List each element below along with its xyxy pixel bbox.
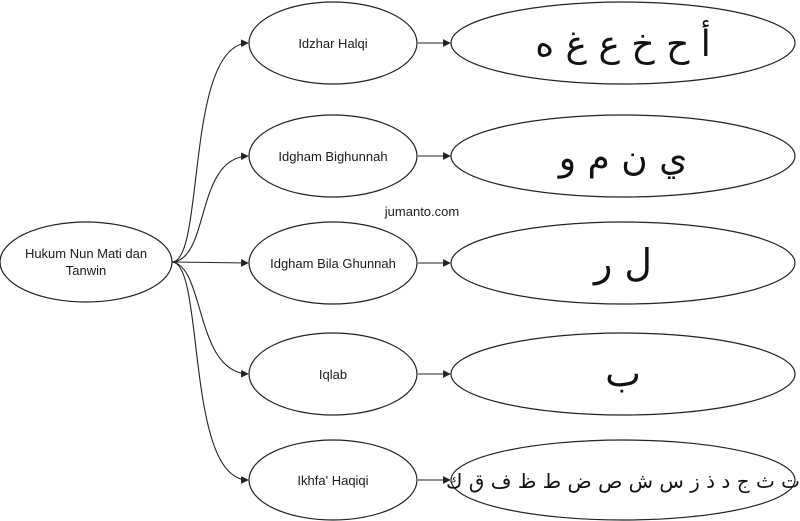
letters-ellipse [450,114,796,198]
edge-root-to-ikhfa-haqiqi [171,261,249,484]
letters-ellipse [450,439,796,521]
category-ellipse [248,439,418,521]
category-ellipse [248,332,418,416]
arabic-letters: ت ث ج د ذ ز س ش ص ض ط ظ ف ق ك [446,469,800,493]
category-node-idgham-bighunnah: Idgham Bighunnah [248,114,418,198]
arabic-letters: ل ر [592,241,652,285]
category-node-idzhar-halqi: Idzhar Halqi [248,1,418,85]
edge-root-to-iqlab [171,261,249,378]
edge-root-to-idgham-bighunnah [171,152,249,263]
category-node-idgham-bila-ghunnah: Idgham Bila Ghunnah [248,221,418,305]
category-label: Iqlab [319,367,347,382]
root-label-line2: Tanwin [66,263,106,278]
category-label: Idgham Bighunnah [278,149,387,164]
letter-edges [418,39,451,484]
root-edges [171,39,249,484]
category-label: Idzhar Halqi [298,36,367,51]
arabic-letters: ب [605,351,641,395]
root-node: Hukum Nun Mati dan Tanwin [0,221,173,303]
root-label-line1: Hukum Nun Mati dan [25,246,147,261]
category-label: Idgham Bila Ghunnah [270,256,396,271]
letters-node-idzhar-halqi: أ ح خ ع غ ه [450,1,796,85]
letters-ellipse [450,1,796,85]
category-ellipse [248,1,418,85]
letters-node-idgham-bighunnah: ي ن م و [450,114,796,198]
watermark-text: jumanto.com [384,204,459,219]
root-ellipse [0,221,173,303]
category-node-iqlab: Iqlab [248,332,418,416]
letters-node-idgham-bila-ghunnah: ل ر [450,221,796,305]
letters-node-ikhfa-haqiqi: ت ث ج د ذ ز س ش ص ض ط ظ ف ق ك [446,439,800,521]
edge-root-to-idzhar-halqi [171,39,249,263]
arabic-letters: أ ح خ ع غ ه [535,20,711,65]
letters-ellipse [450,221,796,305]
arabic-letters: ي ن م و [557,138,688,179]
category-label: Ikhfa' Haqiqi [297,473,368,488]
letters-node-iqlab: ب [450,332,796,416]
category-ellipse [248,221,418,305]
edge-root-to-idgham-bila-ghunnah [171,259,249,267]
category-node-ikhfa-haqiqi: Ikhfa' Haqiqi [248,439,418,521]
category-ellipse [248,114,418,198]
letters-ellipse [450,332,796,416]
